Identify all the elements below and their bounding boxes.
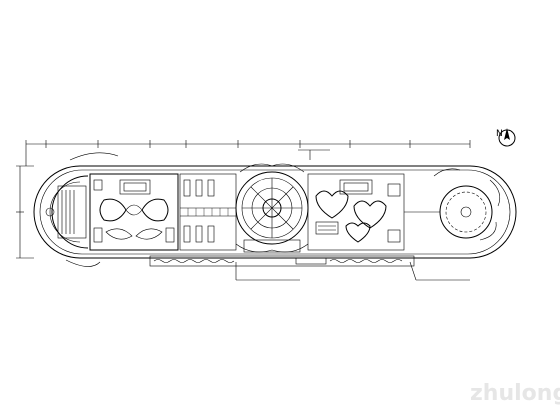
central-circular-plaza (235, 163, 309, 253)
right-end-circle (404, 168, 501, 241)
central-column-block (179, 173, 237, 251)
watermark-text: zhulong (470, 381, 560, 406)
callout-leaders (235, 149, 470, 281)
right-garden-block (307, 173, 405, 251)
bottom-planting-band (149, 255, 415, 267)
top-dimension-line (25, 140, 471, 166)
watermark-logo: zhulong (470, 381, 560, 406)
north-arrow-label: N (496, 129, 503, 139)
north-arrow: N (496, 128, 516, 147)
left-dimension-line (16, 165, 34, 259)
left-semicircle-court (45, 152, 119, 267)
left-garden-block (89, 173, 179, 251)
outer-boundary (33, 165, 517, 259)
